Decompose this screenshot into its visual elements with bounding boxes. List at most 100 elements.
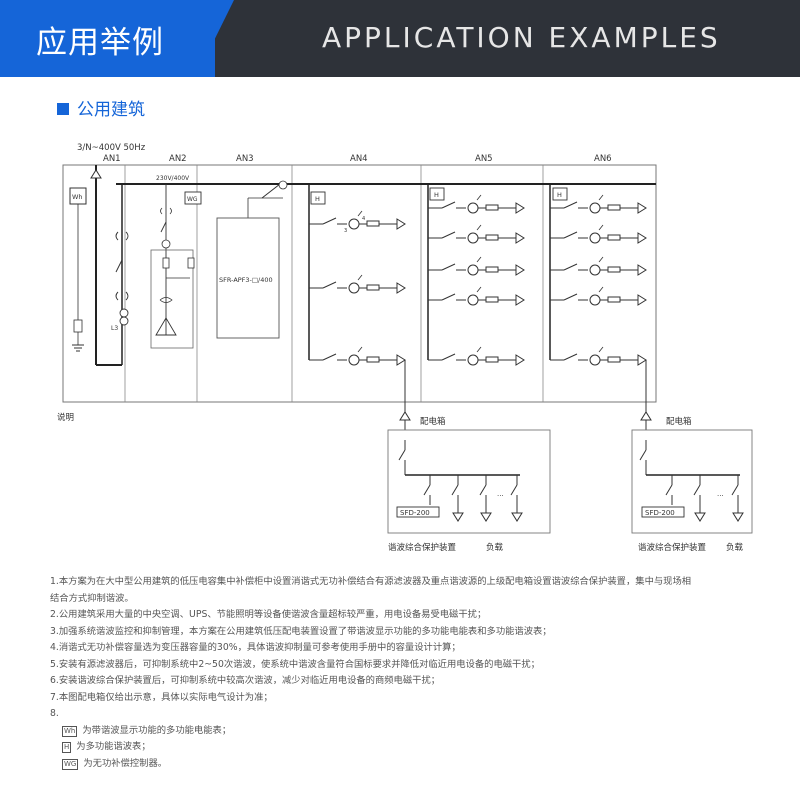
cabinet-label-an6: AN6 [594, 154, 612, 164]
mark-3: 3 [344, 228, 347, 234]
distribution-box-2 [631, 429, 753, 534]
feeder-circuit [427, 224, 525, 244]
an1-device-icon [73, 319, 83, 333]
note-line: 3.加强系统谐波监控和抑制管理，本方案在公用建筑低压配电装置设置了带谐波显示功能… [50, 625, 552, 637]
legend-item: WG 为无功补偿控制器。 [50, 756, 730, 773]
h-meter-icon [310, 191, 326, 205]
wiring-diagram: 3/N~400V 50Hz AN1 AN2 AN3 AN4 AN5 AN6 Wh… [57, 143, 753, 553]
notes-section: 1.本方案为在大中型公用建筑的低压电容集中补偿柜中设置消谐式无功补偿结合有源滤波… [50, 574, 730, 772]
ct-icon [119, 316, 129, 326]
legend-text: 为多功能谐波表； [76, 741, 151, 752]
feeder-circuit [427, 286, 525, 306]
box-breaker [510, 474, 518, 506]
box-breaker [665, 474, 673, 506]
note-line: 7.本图配电箱仅给出示意，具体以实际电气设计为准； [50, 691, 273, 703]
header-title-cn: 应用举例 [36, 25, 164, 61]
cabinet-label-an2: AN2 [169, 154, 187, 164]
load-icon [511, 504, 523, 522]
note-line: 5.安装有源滤波器后，可抑制系统中2~50次谐波，使系统中谐波含量符合国标要求并… [50, 658, 540, 670]
outgoing-arrow-icon [640, 411, 652, 421]
capacitor-bank-icon [155, 317, 177, 336]
feeder-circuit [549, 224, 647, 244]
cabinet-label-an3: AN3 [236, 154, 254, 164]
sfd-label: SFD-200 [400, 509, 430, 517]
switchgear-frame [62, 164, 657, 403]
note-line: 8. [50, 708, 59, 719]
wh-meter-icon: Wh [62, 725, 78, 737]
box-breaker [479, 474, 487, 506]
section-title: 公用建筑 [57, 95, 145, 120]
an2-voltage: 230V/400V [156, 175, 190, 182]
wh-meter-label: Wh [72, 193, 83, 201]
section-square-icon [57, 103, 69, 115]
box-breaker [693, 474, 701, 506]
header-title-en: APPLICATION EXAMPLES [322, 21, 721, 54]
h-meter-icon: H [62, 742, 72, 753]
distribution-box-1 [387, 429, 551, 534]
fuse-icon [162, 257, 170, 269]
h-meter-label: H [315, 195, 320, 203]
outgoing-arrow-icon [399, 411, 411, 421]
feeder-circuit [549, 346, 647, 366]
load-icon [452, 504, 464, 522]
cabinet-label-an5: AN5 [475, 154, 493, 164]
fuse-icon [187, 257, 195, 269]
h-meter-icon [552, 187, 568, 201]
feeder-circuit [308, 346, 406, 366]
sfd-device [396, 506, 440, 518]
legend-item: H 为多功能谐波表； [50, 739, 730, 756]
load-caption: 负载 [726, 542, 744, 553]
note-line: 结合方式抑制谐波。 [50, 592, 134, 604]
h-meter-label: H [434, 191, 439, 199]
feeder-circuit [549, 256, 647, 276]
label-l3: L3 [111, 325, 118, 332]
supply-label: 3/N~400V 50Hz [77, 143, 146, 153]
note-line: 2.公用建筑采用大量的中央空调、UPS、节能照明等设备使谐波含量超标较严重，用电… [50, 609, 487, 620]
load-icon [694, 504, 706, 522]
incoming-arrow-icon [90, 169, 102, 179]
box-breaker [398, 439, 406, 471]
feeder-circuit [427, 256, 525, 276]
legend-text: 为带谐波显示功能的多功能电能表； [82, 724, 232, 736]
box2-title: 配电箱 [666, 416, 692, 427]
ellipsis: ... [497, 490, 504, 498]
apf-box [216, 217, 280, 339]
ct-icon [161, 239, 171, 249]
ct-icon [278, 180, 288, 190]
reactor-icon [159, 297, 173, 303]
cabinet-label-an1: AN1 [103, 154, 121, 164]
h-meter-icon [429, 187, 445, 201]
cabinet-label-an4: AN4 [350, 154, 368, 164]
apf-breaker-icon [261, 183, 281, 199]
wg-controller-icon [184, 191, 202, 205]
feeder-circuit [549, 286, 647, 306]
feeder-circuit [308, 210, 406, 230]
sfd-label: SFD-200 [645, 509, 675, 517]
load-icon [480, 504, 492, 522]
feeder-circuit [308, 274, 406, 294]
box1-title: 配电箱 [420, 416, 446, 427]
note-line: 1.本方案为在大中型公用建筑的低压电容集中补偿柜中设置消谐式无功补偿结合有源滤波… [50, 576, 692, 587]
feeder-circuit [427, 346, 525, 366]
legend-text: 为无功补偿控制器。 [83, 757, 168, 769]
ellipsis: ... [717, 490, 724, 498]
capacitor-enclosure [150, 249, 194, 349]
sfd-device [641, 506, 685, 518]
device-caption: 谐波综合保护装置 [638, 542, 707, 553]
breaker-icon [115, 259, 123, 273]
box-breaker [423, 474, 431, 506]
section-title-text: 公用建筑 [77, 100, 145, 120]
box-breaker [451, 474, 459, 506]
load-caption: 负载 [486, 542, 504, 553]
disconnect-icon [160, 207, 172, 215]
h-meter-label: H [557, 191, 562, 199]
note-line: 4.消谐式无功补偿容量选为变压器容量的30%，具体谐波抑制量可参考使用手册中的容… [50, 642, 461, 653]
mark-4: 4 [362, 216, 365, 222]
ct-icon [119, 308, 129, 318]
box-breaker [639, 439, 647, 471]
legend-item: Wh 为带谐波显示功能的多功能电能表； [50, 723, 730, 740]
disconnect-icon [115, 231, 129, 241]
header-left-panel [0, 0, 215, 77]
breaker-icon [160, 221, 167, 233]
wg-controller-icon: WG [62, 758, 79, 770]
